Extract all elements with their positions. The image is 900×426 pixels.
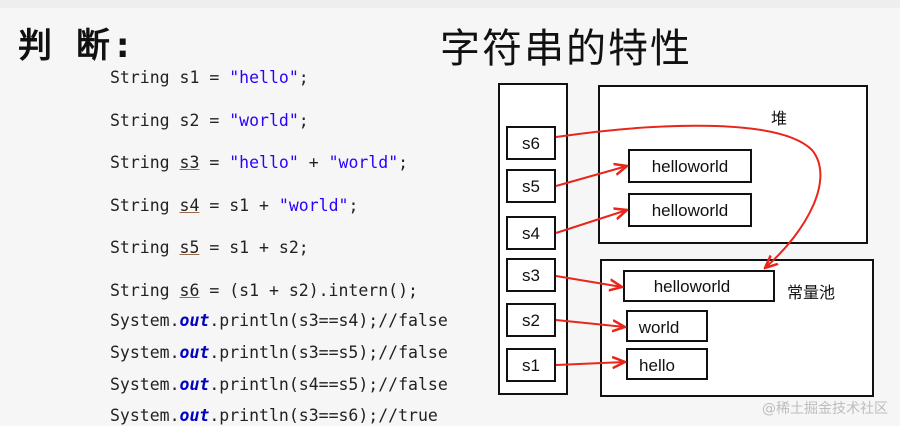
code-token: System. bbox=[110, 311, 180, 330]
code-token: s5 bbox=[179, 238, 200, 257]
stack-var-s1: s1 bbox=[506, 348, 556, 382]
svg-text:hello: hello bbox=[639, 356, 675, 375]
page-title: 字符串的特性 bbox=[440, 26, 692, 72]
code-token: System. bbox=[110, 375, 180, 394]
code-token: String bbox=[110, 196, 180, 215]
code-line: System.out.println(s4==s5);//false bbox=[110, 375, 448, 395]
code-token: out bbox=[179, 343, 210, 362]
code-token: = (s1 + s2).intern(); bbox=[199, 281, 418, 300]
svg-text:s2: s2 bbox=[522, 311, 540, 330]
svg-text:s4: s4 bbox=[522, 224, 540, 243]
code-token: s6 bbox=[179, 281, 200, 300]
stack-var-s3: s3 bbox=[506, 258, 556, 292]
heap-label: 堆 bbox=[771, 109, 787, 128]
arrow-s1-to-pool bbox=[555, 362, 625, 365]
code-token: "hello" bbox=[229, 68, 299, 87]
code-line: String s2 = "world"; bbox=[110, 111, 309, 131]
constant-pool-label: 常量池 bbox=[787, 283, 835, 302]
watermark: @稀土掘金技术社区 bbox=[762, 401, 888, 417]
stack-var-s2: s2 bbox=[506, 303, 556, 337]
code-token: "world" bbox=[278, 196, 349, 215]
svg-text:s5: s5 bbox=[522, 177, 540, 196]
code-token: .println(s3==s6);//true bbox=[209, 406, 438, 425]
code-token: String bbox=[110, 238, 180, 257]
code-token: System. bbox=[110, 343, 180, 362]
code-token: String bbox=[110, 281, 180, 300]
code-line: String s1 = "hello"; bbox=[110, 68, 309, 88]
stack-var-s6: s6 bbox=[506, 126, 556, 160]
code-token: "world" bbox=[328, 153, 399, 172]
code-token: String s1 = bbox=[110, 68, 230, 87]
heap-object-s5: helloworld bbox=[628, 149, 752, 183]
code-token: ; bbox=[298, 111, 309, 130]
pool-object-hello: hello bbox=[626, 348, 708, 380]
code-token: ; bbox=[298, 68, 309, 87]
code-token: s4 bbox=[179, 196, 200, 215]
code-token: .println(s3==s5);//false bbox=[209, 343, 448, 362]
arrow-s2-to-pool bbox=[555, 319, 625, 327]
svg-text:s1: s1 bbox=[522, 356, 540, 375]
code-token: ; bbox=[348, 196, 359, 215]
svg-text:helloworld: helloworld bbox=[652, 201, 729, 220]
code-token: String s2 = bbox=[110, 111, 230, 130]
code-token: "world" bbox=[229, 111, 299, 130]
code-line: System.out.println(s3==s6);//true bbox=[110, 406, 438, 426]
stack-var-s4: s4 bbox=[506, 216, 556, 250]
svg-text:helloworld: helloworld bbox=[654, 277, 731, 296]
arrow-s6-to-pool bbox=[555, 124, 822, 268]
arrow-s3-to-pool bbox=[555, 275, 622, 287]
svg-text:helloworld: helloworld bbox=[652, 157, 729, 176]
code-token: String bbox=[110, 153, 180, 172]
arrow-s4-to-heap bbox=[555, 210, 627, 234]
code-token: .println(s4==s5);//false bbox=[209, 375, 448, 394]
svg-text:s6: s6 bbox=[522, 134, 540, 153]
code-token: + bbox=[298, 153, 329, 172]
code-line: String s3 = "hello" + "world"; bbox=[110, 153, 408, 173]
arrow-s5-to-heap bbox=[555, 166, 627, 187]
judge-heading: 判 断: bbox=[18, 26, 136, 66]
top-strip bbox=[0, 0, 900, 8]
code-line: String s6 = (s1 + s2).intern(); bbox=[110, 281, 418, 301]
pool-object-helloworld: helloworld bbox=[623, 270, 775, 302]
code-token: "hello" bbox=[229, 153, 299, 172]
svg-text:s3: s3 bbox=[522, 266, 540, 285]
code-token: out bbox=[179, 375, 210, 394]
pool-object-world: world bbox=[626, 310, 708, 342]
svg-text:world: world bbox=[638, 318, 680, 337]
code-token: = bbox=[199, 153, 230, 172]
code-token: = s1 + s2; bbox=[199, 238, 309, 257]
code-token: = s1 + bbox=[199, 196, 279, 215]
code-line: System.out.println(s3==s4);//false bbox=[110, 311, 448, 331]
stack-var-s5: s5 bbox=[506, 169, 556, 203]
code-token: s3 bbox=[179, 153, 200, 172]
code-token: System. bbox=[110, 406, 180, 425]
code-token: out bbox=[179, 311, 210, 330]
heap-object-s4: helloworld bbox=[628, 193, 752, 227]
code-line: String s4 = s1 + "world"; bbox=[110, 196, 358, 216]
code-line: String s5 = s1 + s2; bbox=[110, 238, 309, 258]
code-token: out bbox=[179, 406, 210, 425]
code-line: System.out.println(s3==s5);//false bbox=[110, 343, 448, 363]
code-token: .println(s3==s4);//false bbox=[209, 311, 448, 330]
code-token: ; bbox=[398, 153, 409, 172]
